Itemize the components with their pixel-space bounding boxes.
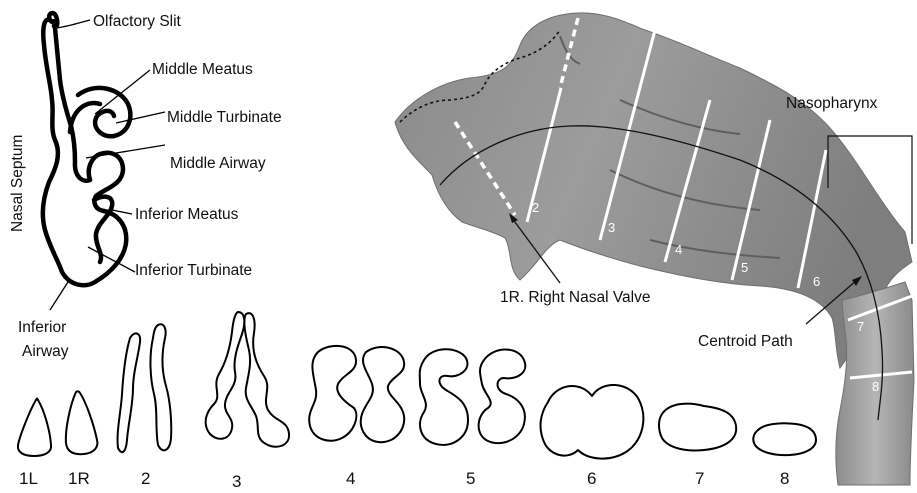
label-inferior-airway-line1: Inferior	[18, 319, 66, 336]
label-nasopharynx: Nasopharynx	[786, 95, 878, 112]
label-middle-meatus: Middle Meatus	[152, 61, 253, 78]
cross-section-5	[420, 349, 526, 445]
label-middle-airway: Middle Airway	[170, 155, 266, 172]
label-section-8: 8	[780, 469, 789, 488]
cross-sections: 1L 1R 2 3 4 5 6 7 8	[18, 312, 816, 491]
cross-section-1L	[18, 399, 51, 457]
cross-section-3	[206, 312, 289, 447]
section-number-2: 2	[532, 200, 539, 215]
label-nasal-valve: 1R. Right Nasal Valve	[500, 289, 650, 306]
section-number-4: 4	[675, 242, 682, 257]
cross-section-4	[309, 346, 404, 442]
nasal-cavity-outline	[43, 20, 126, 286]
sagittal-model: 2 3 4 5 6 7 8 Nasopharynx 1R. Right Nasa…	[395, 13, 914, 485]
label-centroid-path: Centroid Path	[698, 333, 793, 350]
label-section-2: 2	[141, 469, 150, 488]
leader-middle-meatus	[95, 70, 150, 114]
leader-middle-airway	[86, 145, 165, 158]
label-section-1L: 1L	[19, 469, 38, 488]
coronal-section: Olfactory Slit Middle Meatus Middle Turb…	[9, 13, 282, 360]
cross-section-8	[753, 423, 816, 455]
label-section-6: 6	[587, 469, 596, 488]
cross-section-2	[118, 324, 172, 452]
section-number-8: 8	[872, 379, 879, 394]
cross-section-6	[541, 385, 644, 459]
label-section-1R: 1R	[68, 469, 90, 488]
leader-olfactory-slit	[57, 20, 90, 28]
cross-section-7	[659, 404, 736, 451]
cross-section-1R	[66, 391, 98, 454]
label-section-4: 4	[346, 469, 355, 488]
label-section-5: 5	[466, 469, 475, 488]
label-inferior-meatus: Inferior Meatus	[135, 206, 239, 223]
label-inferior-airway-line2: Airway	[22, 343, 69, 360]
section-number-3: 3	[608, 220, 615, 235]
leader-inferior-airway	[50, 282, 68, 310]
nasal-airway-model	[395, 13, 912, 368]
label-section-7: 7	[695, 469, 704, 488]
label-section-3: 3	[232, 472, 241, 491]
middle-turbinate-outline	[78, 88, 130, 136]
section-number-7: 7	[857, 319, 864, 334]
label-nasal-septum: Nasal Septum	[9, 135, 26, 232]
section-number-5: 5	[741, 260, 748, 275]
leader-middle-turbinate	[116, 112, 165, 123]
label-inferior-turbinate: Inferior Turbinate	[135, 262, 252, 279]
label-olfactory-slit: Olfactory Slit	[93, 13, 182, 30]
label-middle-turbinate: Middle Turbinate	[167, 109, 282, 126]
section-number-6: 6	[813, 274, 820, 289]
